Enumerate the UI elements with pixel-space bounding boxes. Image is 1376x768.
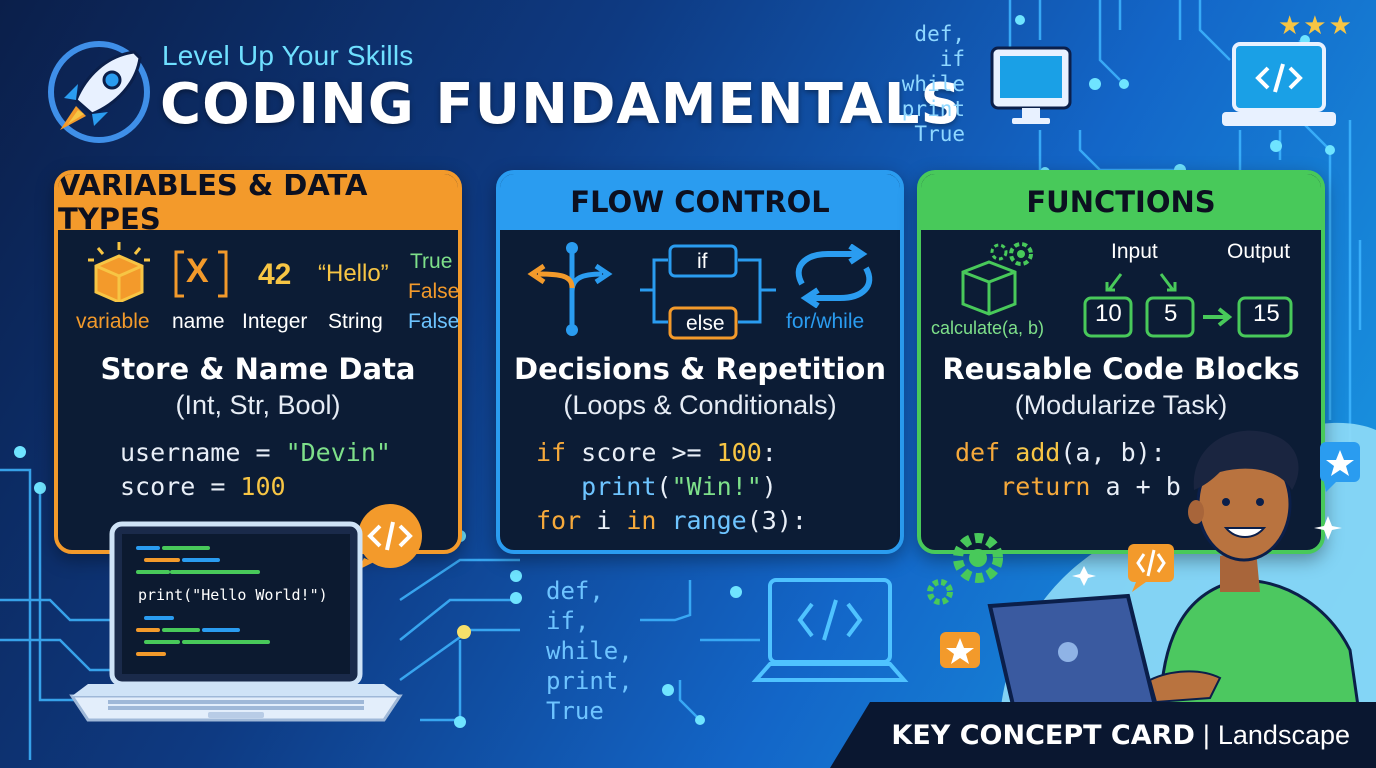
code-bubble-icon (1128, 544, 1174, 592)
keyword-item: while (901, 72, 965, 96)
banner-title: KEY CONCEPT CARD (891, 719, 1195, 751)
card-heading: VARIABLES & DATA TYPES (58, 174, 458, 236)
keyword-item: if (939, 47, 965, 71)
integer-value: 42 (258, 258, 292, 291)
code-block: if score >= 100: print("Win!") for i in … (536, 438, 807, 535)
label-if: if (697, 250, 708, 273)
card-title: Store & Name Data (100, 352, 416, 386)
input-value-1: 10 (1095, 300, 1122, 327)
label-output: Output (1227, 240, 1291, 263)
keyword-item: if, (546, 607, 590, 635)
label-variable: variable (76, 310, 150, 333)
card-variables: VARIABLES & DATA TYPES variable X name 4… (54, 170, 462, 554)
loop-icon (795, 244, 873, 308)
bool-false-2: False (408, 310, 460, 333)
if-else-diagram (640, 244, 776, 340)
output-value: 15 (1253, 300, 1280, 327)
name-symbol: X (186, 252, 209, 290)
keyword-item: def, (914, 22, 965, 46)
label-input: Input (1111, 240, 1158, 263)
monitor-icon (990, 46, 1072, 124)
card-heading: FUNCTIONS (921, 174, 1321, 230)
keyword-list-bottom: def, if, while, print, True (546, 576, 633, 726)
card-subtitle: (Modularize Task) (1014, 390, 1228, 420)
star-bubble-icon (1320, 442, 1360, 492)
label-integer: Integer (242, 310, 308, 333)
rating-stars: ★★★ (1278, 10, 1354, 40)
star-badge-icon (940, 632, 980, 668)
keyword-item: while, (546, 637, 633, 665)
banner-separator: | (1202, 719, 1210, 750)
keyword-item: def, (546, 577, 604, 605)
card-heading: FLOW CONTROL (500, 174, 900, 230)
card-title: Decisions & Repetition (514, 352, 886, 386)
branch-icon (527, 242, 613, 336)
string-value: “Hello” (318, 260, 389, 287)
banner-subtitle: Landscape (1217, 719, 1350, 750)
card-title: Reusable Code Blocks (942, 352, 1300, 386)
gear-icon (927, 533, 1003, 605)
bool-false: False (408, 280, 460, 303)
card-flow-control: FLOW CONTROL if else for/while Decisions… (496, 170, 904, 554)
laptop-screen-code: print("Hello World!") (138, 586, 328, 604)
input-value-2: 5 (1164, 300, 1178, 327)
label-function: calculate(a, b) (931, 318, 1045, 338)
label-name: name (172, 310, 225, 333)
code-block: username = "Devin" score = 100 (120, 438, 391, 501)
developer-illustration (927, 430, 1362, 720)
laptop-outline-icon (751, 578, 909, 682)
keyword-item: print, (546, 667, 633, 695)
label-else: else (686, 312, 725, 335)
footer-banner: KEY CONCEPT CARD | Landscape (830, 702, 1376, 768)
keyword-item: True (914, 122, 965, 146)
label-loop: for/while (786, 310, 865, 333)
label-string: String (328, 310, 383, 333)
code-block: def add(a, b): return a + b (955, 438, 1181, 501)
card-subtitle: (Int, Str, Bool) (175, 390, 341, 420)
keyword-list-top: def, if while print True (890, 22, 965, 147)
rocket-icon (48, 41, 150, 143)
page-title: CODING FUNDAMENTALS (160, 72, 962, 137)
laptop-icon (69, 521, 403, 722)
keyword-item: print (901, 97, 965, 121)
header-subtitle: Level Up Your Skills (162, 40, 414, 71)
card-subtitle: (Loops & Conditionals) (563, 390, 837, 420)
gear-box-icon (961, 242, 1033, 316)
laptop-code-icon (1222, 42, 1336, 126)
brackets-icon (174, 250, 228, 298)
keyword-item: True (546, 697, 604, 725)
bool-true: True (410, 250, 453, 273)
box-icon (88, 242, 150, 302)
input-output-diagram (1083, 273, 1293, 338)
